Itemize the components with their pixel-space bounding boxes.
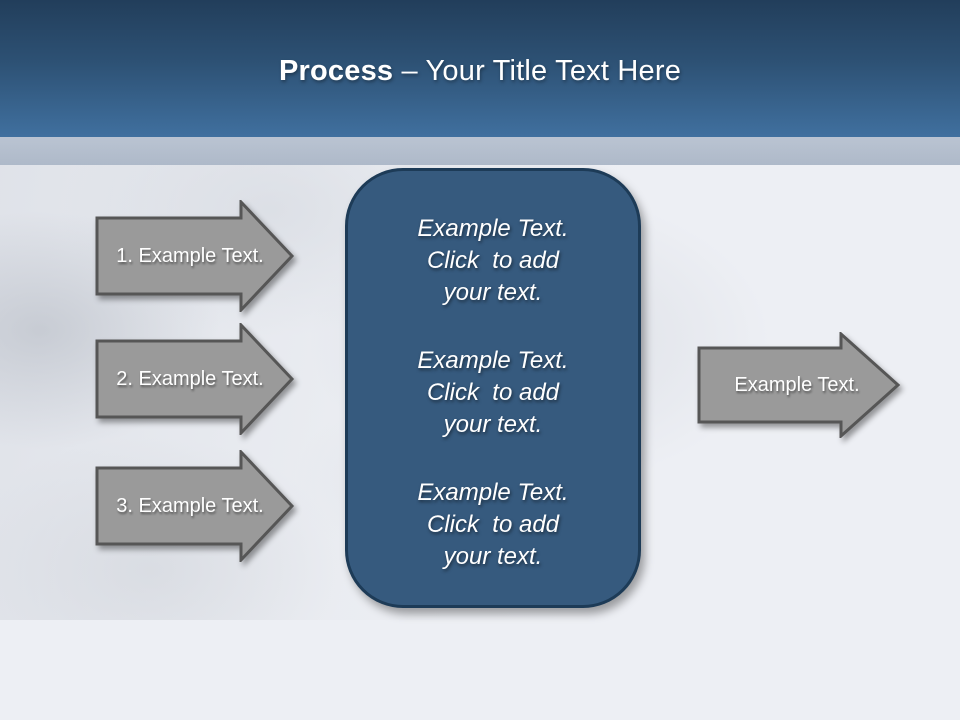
panel-text-line: your text. (443, 411, 543, 438)
panel-text-line: your text. (443, 543, 543, 570)
center-text-panel[interactable]: Example Text. Click to add your text. Ex… (345, 168, 641, 608)
right-arrow-icon (95, 200, 295, 312)
process-result-arrow[interactable]: Example Text. (697, 332, 901, 438)
panel-text-line: Example Text. (417, 215, 569, 242)
panel-text-line: Click to add (426, 511, 560, 538)
right-arrow-icon (95, 450, 295, 562)
slide-title-emphasis: Process (278, 55, 394, 87)
panel-text-line: Example Text. (417, 347, 569, 374)
panel-text-group-3: Example Text. Click to add your text. (364, 477, 622, 573)
right-arrow-icon (697, 332, 901, 438)
header-separator-band (0, 137, 960, 165)
process-step-3-arrow[interactable]: 3. Example Text. (95, 450, 295, 562)
process-step-2-arrow[interactable]: 2. Example Text. (95, 323, 295, 435)
panel-text-line: Click to add (426, 247, 560, 274)
slide-title[interactable]: Process – Your Title Text Here (0, 55, 960, 88)
header-band (0, 0, 960, 137)
right-arrow-icon (95, 323, 295, 435)
process-step-1-arrow[interactable]: 1. Example Text. (95, 200, 295, 312)
panel-text-line: Click to add (426, 379, 560, 406)
slide-title-rest: – Your Title Text Here (393, 55, 682, 87)
panel-text-line: your text. (443, 279, 543, 306)
panel-text-line: Example Text. (417, 479, 569, 506)
panel-text-group-1: Example Text. Click to add your text. (364, 213, 622, 309)
panel-text-group-2: Example Text. Click to add your text. (364, 345, 622, 441)
